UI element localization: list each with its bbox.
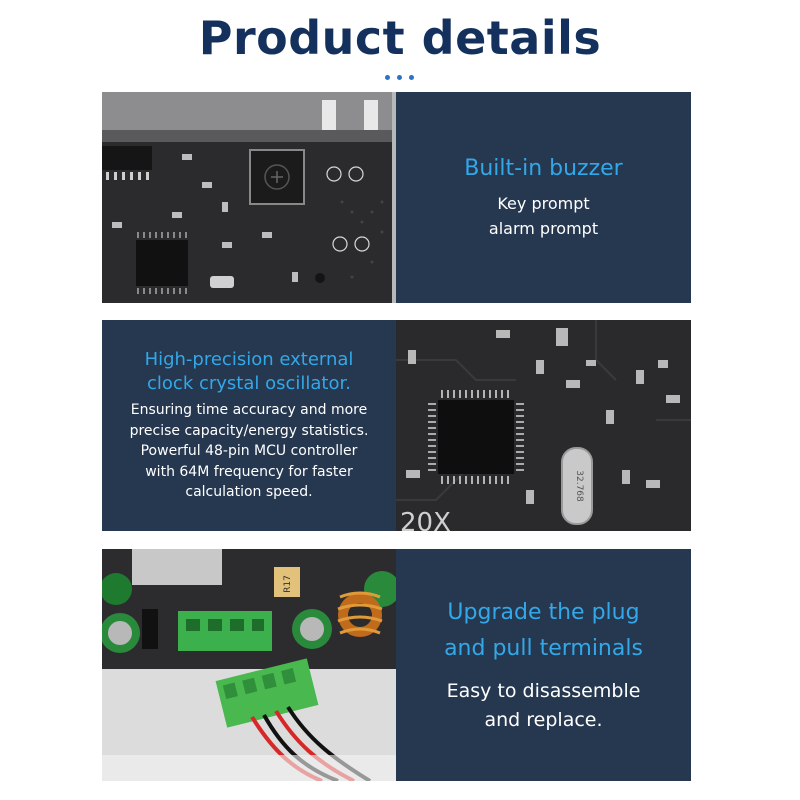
terminals-heading-line-1: Upgrade the plug: [447, 600, 640, 625]
board-print: 20X: [400, 508, 451, 531]
pcb-with-buzzer-photo: [102, 92, 396, 303]
buzzer-line-2: alarm prompt: [488, 218, 599, 238]
terminals-heading-line-2: and pull terminals: [444, 636, 643, 661]
oscillator-line-1: Ensuring time accuracy and more: [130, 402, 368, 419]
oscillator-line-2: precise capacity/energy statistics.: [129, 422, 369, 439]
buzzer-heading: Built-in buzzer: [464, 155, 623, 181]
terminals-line-1: Easy to disassemble: [446, 680, 641, 702]
title-divider-dots: [383, 75, 417, 81]
inductor-marking: R17: [283, 575, 293, 593]
oscillator-text-panel: High-precision external clock crystal os…: [102, 320, 396, 531]
section-terminals: R17 Upgrade the plug and pull terminals …: [102, 549, 691, 781]
pluggable-terminal-photo: R17: [102, 549, 396, 781]
section-buzzer: Built-in buzzer Key prompt alarm prompt: [102, 92, 691, 303]
mcu-and-crystal-photo: 32.768 20X: [396, 320, 691, 531]
buzzer-line-1: Key prompt: [497, 193, 590, 213]
terminals-text-panel: Upgrade the plug and pull terminals Easy…: [396, 549, 691, 781]
oscillator-heading-line-2: clock crystal oscillator.: [147, 373, 351, 395]
oscillator-line-4: with 64M frequency for faster: [145, 463, 353, 480]
terminals-line-2: and replace.: [484, 709, 603, 731]
oscillator-line-3: Powerful 48-pin MCU controller: [140, 443, 358, 460]
buzzer-text-panel: Built-in buzzer Key prompt alarm prompt: [396, 92, 691, 303]
section-oscillator: High-precision external clock crystal os…: [102, 320, 691, 531]
oscillator-line-5: calculation speed.: [185, 484, 313, 501]
oscillator-heading-line-1: High-precision external: [144, 349, 354, 371]
crystal-marking: 32.768: [574, 470, 584, 502]
page-title: Product details: [198, 11, 602, 65]
